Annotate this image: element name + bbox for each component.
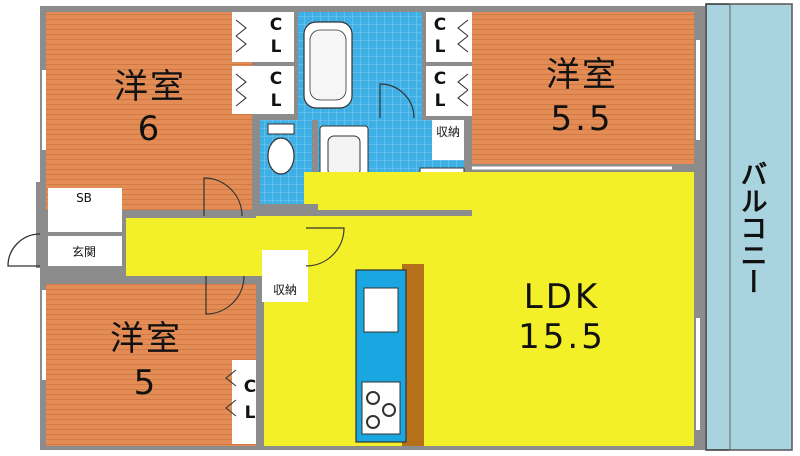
closet-1	[232, 12, 294, 62]
ldk-name: LDK	[524, 277, 600, 317]
western-room-3	[46, 282, 256, 446]
entrance-label: 玄関	[72, 244, 96, 259]
storage-bath-label: 収納	[436, 125, 460, 139]
shoe-box	[48, 188, 122, 232]
burner-icon	[366, 391, 380, 405]
closet-door	[457, 73, 469, 107]
closet-2	[232, 66, 294, 114]
closet-2-c: C	[270, 69, 282, 89]
western-room-3-size: 5	[134, 363, 159, 403]
storage-bath	[432, 120, 464, 160]
western-room-3-name: 洋室	[110, 319, 182, 359]
burner-icon	[366, 415, 380, 429]
closet-1-c: C	[270, 15, 282, 35]
closet-1-l: L	[271, 37, 282, 57]
closet-4	[426, 66, 472, 116]
closet-2-l: L	[271, 91, 282, 111]
western-room-2	[472, 12, 694, 164]
room1-wall-bottom	[46, 210, 256, 218]
western-room-1-name: 洋室	[114, 67, 186, 107]
western-room-2-name: 洋室	[546, 55, 618, 95]
closet-4-l: L	[435, 91, 446, 111]
basin-bowl	[327, 135, 361, 177]
toilet-bowl	[267, 137, 295, 175]
room3-wall-right	[256, 276, 264, 446]
toilet-tank	[267, 123, 295, 135]
ldk-size: 15.5	[518, 317, 606, 357]
toilet-wall	[256, 204, 318, 216]
door-swing	[305, 227, 345, 267]
storage-hall-label: 収納	[273, 283, 297, 297]
closet-door	[225, 369, 237, 417]
closet-3	[426, 12, 472, 62]
balcony-rail	[729, 3, 793, 451]
closet-5-c: C	[244, 377, 256, 397]
kitchen-sink	[363, 287, 399, 333]
closet-door	[235, 19, 247, 53]
closet-door	[235, 73, 247, 107]
closet-3-l: L	[435, 37, 446, 57]
burner-icon	[382, 403, 396, 417]
hall-storage	[262, 250, 308, 302]
door-swing	[379, 83, 415, 119]
balcony-label: バルコニー	[736, 160, 767, 295]
washroom-wall	[318, 210, 472, 216]
entrance	[48, 236, 122, 266]
kitchen-counter-wood	[402, 264, 424, 446]
door-swing	[205, 275, 245, 315]
closet-3-c: C	[434, 15, 446, 35]
western-room-2-size: 5.5	[550, 99, 613, 139]
closet-door	[457, 19, 469, 53]
room3-wall-top	[46, 276, 262, 284]
shoe-box-label: SB	[76, 191, 92, 205]
balcony	[705, 3, 793, 451]
front-door	[7, 233, 41, 267]
western-room-1-size: 6	[138, 109, 163, 149]
bathtub-inner	[309, 29, 347, 101]
closet-4-c: C	[434, 69, 446, 89]
western-room-1	[46, 12, 252, 210]
closet-5-l: L	[245, 403, 256, 423]
door-swing	[203, 177, 243, 217]
